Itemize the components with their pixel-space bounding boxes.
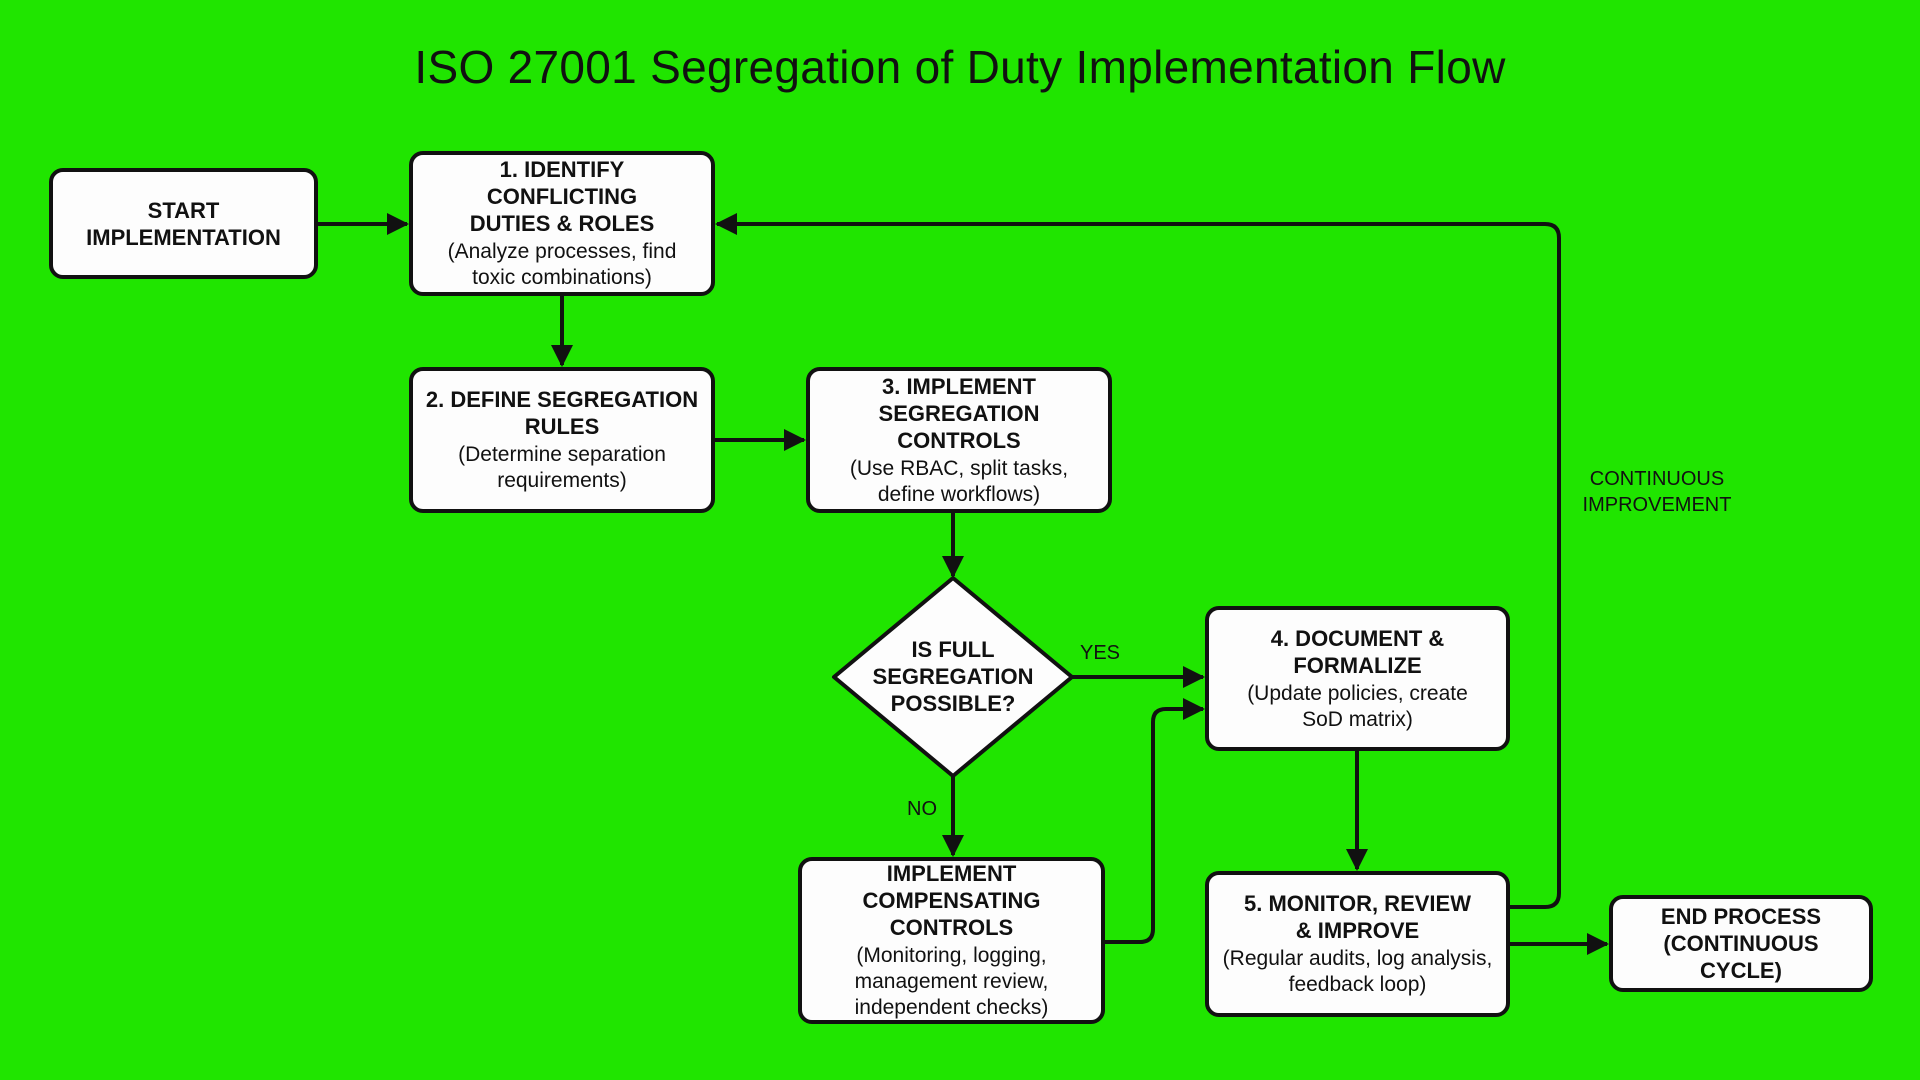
node-compensating-controls: IMPLEMENT COMPENSATING CONTROLS (Monitor… [798, 857, 1105, 1024]
decision-diamond [832, 576, 1074, 778]
node-step3-heading: 3. IMPLEMENT SEGREGATION CONTROLS [878, 373, 1040, 453]
diagram-title: ISO 27001 Segregation of Duty Implementa… [414, 41, 1506, 93]
edge-compensating-to-step4 [1105, 698, 1205, 944]
node-step1-detail: (Analyze processes, find toxic combinati… [447, 240, 677, 289]
edge-label-no: NO [907, 798, 937, 820]
decision-text: IS FULL SEGREGATION POSSIBLE? [872, 637, 1034, 716]
node-end-heading: END PROCESS (CONTINUOUS CYCLE) [1660, 904, 1822, 983]
node-end: END PROCESS (CONTINUOUS CYCLE) [1609, 895, 1873, 992]
node-step2-heading: 2. DEFINE SEGREGATION RULES [425, 387, 699, 439]
node-step2-define-segregation-rules: 2. DEFINE SEGREGATION RULES (Determine s… [409, 367, 715, 513]
node-step1-heading: 1. IDENTIFY CONFLICTING DUTIES & ROLES [469, 157, 655, 236]
node-step5-heading: 5. MONITOR, REVIEW & IMPROVE [1244, 891, 1471, 943]
node-start: START IMPLEMENTATION [49, 168, 318, 279]
edge-loop-step5-to-step1 [715, 213, 1561, 909]
node-step4-detail: (Update policies, create SoD matrix) [1247, 681, 1468, 731]
node-step1-identify-conflicting-duties: 1. IDENTIFY CONFLICTING DUTIES & ROLES (… [409, 151, 715, 296]
node-step4-document-formalize: 4. DOCUMENT & FORMALIZE (Update policies… [1205, 606, 1510, 751]
node-step2-detail: (Determine separation requirements) [458, 443, 666, 492]
node-step3-implement-segregation-controls: 3. IMPLEMENT SEGREGATION CONTROLS (Use R… [806, 367, 1112, 513]
edge-label-yes: YES [1079, 642, 1121, 664]
node-step5-detail: (Regular audits, log analysis, feedback … [1222, 947, 1493, 996]
node-step4-heading: 4. DOCUMENT & FORMALIZE [1270, 625, 1445, 678]
node-step5-monitor-review-improve: 5. MONITOR, REVIEW & IMPROVE (Regular au… [1205, 871, 1510, 1017]
edge-label-continuous-improvement: CONTINUOUS IMPROVEMENT [1582, 468, 1732, 516]
node-compensating-detail: (Monitoring, logging, management review,… [854, 944, 1049, 1019]
node-start-heading: START IMPLEMENTATION [86, 197, 281, 250]
node-compensating-heading: IMPLEMENT COMPENSATING CONTROLS [862, 861, 1041, 940]
node-step3-detail: (Use RBAC, split tasks, define workflows… [849, 456, 1069, 506]
